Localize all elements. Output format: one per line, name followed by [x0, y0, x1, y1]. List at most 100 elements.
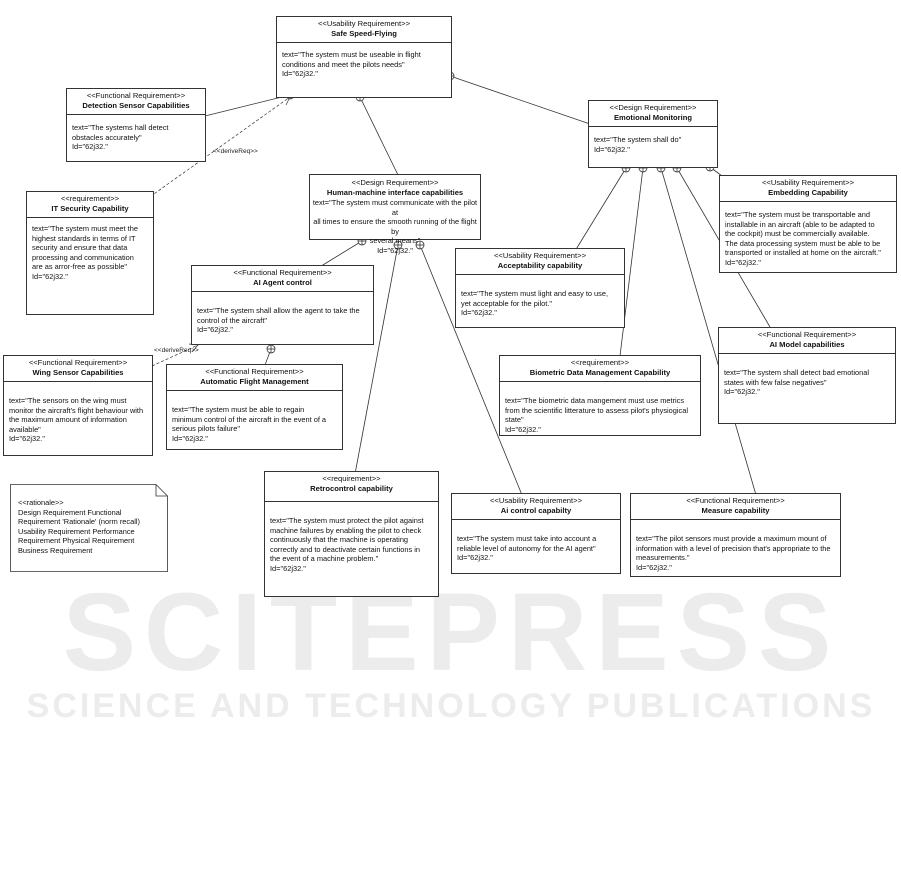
block-name: AI Model capabilities	[769, 340, 845, 349]
derive-req-label: <<deriveReq>>	[154, 347, 199, 354]
note-line: Business Requirement	[18, 545, 93, 555]
requirement-block-hmi-capabilities[interactable]: <<Design Requirement>> Human-machine int…	[309, 174, 481, 255]
requirement-block-ai-model[interactable]: <<Functional Requirement>> AI Model capa…	[718, 327, 896, 424]
requirement-block-acceptability[interactable]: <<Usability Requirement>> Acceptability …	[455, 248, 625, 328]
stereotype-label: <<Functional Requirement>>	[233, 268, 332, 277]
derive-line-wing-to-aiagent	[151, 344, 199, 367]
text-line: text="The system must take into account …	[457, 534, 597, 543]
note-line: Requirement 'Rationale' (norm recall)	[18, 517, 140, 527]
requirement-block-ai-control[interactable]: <<Usability Requirement>> Ai control cap…	[451, 493, 621, 574]
block-body: text="The system shall do" Id="62j32."	[589, 127, 717, 157]
requirement-block-retrocontrol[interactable]: <<requirement>> Retrocontrol capability …	[264, 471, 439, 597]
block-name: Ai control capabilty	[500, 506, 572, 515]
text-line: text="The sensors on the wing must	[9, 396, 127, 405]
block-body: text="The systems hall detect obstacles …	[67, 115, 205, 155]
requirement-block-safe-speed-flying[interactable]: <<Usability Requirement>> Safe Speed-Fly…	[276, 16, 452, 98]
text-line: monitor the aircraft's flight behaviour …	[9, 405, 144, 415]
requirement-block-measure[interactable]: <<Functional Requirement>> Measure capab…	[630, 493, 841, 577]
text-line: are as arror-free as possible"	[32, 262, 128, 272]
text-line: control of the aircraft"	[197, 315, 267, 325]
text-line: Id="62j32."	[72, 142, 108, 152]
block-header: <<Design Requirement>> Human-machine int…	[310, 175, 480, 198]
text-line: transported or installed at home on the …	[725, 248, 881, 258]
watermark-title: SCITEPRESS	[62, 571, 840, 694]
requirement-block-embedding-capability[interactable]: <<Usability Requirement>> Embedding Capa…	[719, 175, 897, 273]
text-line: Id="62j32."	[636, 562, 672, 572]
text-line: Id="62j32."	[461, 308, 497, 318]
requirement-block-detection-sensor[interactable]: <<Functional Requirement>> Detection Sen…	[66, 88, 206, 162]
requirement-block-ai-agent-control[interactable]: <<Functional Requirement>> AI Agent cont…	[191, 265, 374, 345]
block-body: text="The system must communicate with t…	[310, 198, 480, 256]
requirement-block-biometric[interactable]: <<requirement>> Biometric Data Managemen…	[499, 355, 701, 436]
text-line: correctly and to deactivate certain func…	[270, 544, 420, 554]
block-name: Automatic Flight Management	[200, 377, 309, 386]
containment-marker-icon	[266, 344, 276, 354]
block-body: text="The system shall detect bad emotio…	[719, 354, 895, 400]
text-line: security and ensure that data	[32, 243, 128, 253]
block-name: Embedding Capability	[768, 188, 848, 197]
stereotype-label: <<Functional Requirement>>	[28, 358, 128, 367]
link-safe-detection	[204, 94, 291, 117]
text-line: reliable level of autonomy for the AI ag…	[457, 543, 596, 553]
block-name: IT Security Capability	[51, 204, 129, 213]
note-line: Design Requirement Functional	[18, 507, 122, 517]
text-line: Id="62j32."	[505, 424, 541, 434]
requirement-block-emotional-monitoring[interactable]: <<Design Requirement>> Emotional Monitor…	[588, 100, 718, 168]
text-line: the maximum amount of information	[9, 415, 127, 425]
rationale-note[interactable]: <<rationale>> Design Requirement Functio…	[10, 484, 168, 572]
link-hmi-aicontrol	[419, 244, 523, 496]
stereotype-label: <<Functional Requirement>>	[686, 496, 785, 505]
text-line: Id="62j32."	[725, 257, 761, 267]
block-header: <<Design Requirement>> Emotional Monitor…	[589, 101, 717, 127]
block-name: AI Agent control	[253, 278, 312, 287]
text-line: state"	[505, 415, 524, 425]
block-header: <<requirement>> Retrocontrol capability	[265, 472, 438, 502]
note-line: <<rationale>>	[18, 498, 64, 507]
text-line: text="The system must be useable in flig…	[282, 50, 421, 59]
text-line: yet acceptable for the pilot."	[461, 298, 552, 308]
block-header: <<Functional Requirement>> Wing Sensor C…	[4, 356, 152, 382]
requirement-block-it-security[interactable]: <<requirement>> IT Security Capability t…	[26, 191, 154, 315]
block-body: text="The system must meet the highest s…	[27, 218, 153, 285]
block-header: <<Functional Requirement>> Automatic Fli…	[167, 365, 342, 391]
text-line: text="The system shall allow the agent t…	[197, 306, 360, 315]
block-name: Measure capability	[701, 506, 770, 515]
stereotype-label: <<Functional Requirement>>	[757, 330, 857, 339]
requirement-block-wing-sensor[interactable]: <<Functional Requirement>> Wing Sensor C…	[3, 355, 153, 456]
requirement-block-automatic-flight[interactable]: <<Functional Requirement>> Automatic Fli…	[166, 364, 343, 450]
text-line: all times to ensure the smooth running o…	[313, 217, 477, 236]
text-line: Id="62j32."	[377, 245, 413, 255]
block-name: Wing Sensor Capabilities	[32, 368, 124, 377]
text-line: the event of a machine problem."	[270, 554, 379, 564]
block-name: Safe Speed-Flying	[331, 29, 397, 38]
block-name: Human-machine interface capabilities	[326, 188, 464, 197]
block-body: text="The biometric data mangement must …	[500, 382, 700, 437]
block-header: <<requirement>> IT Security Capability	[27, 192, 153, 218]
derive-req-label: <<deriveReq>>	[213, 148, 258, 155]
text-line: Id="62j32."	[270, 563, 306, 573]
text-line: installable in an aircraft (able to be a…	[725, 219, 875, 229]
text-line: text="The system must meet the	[32, 224, 138, 233]
block-header: <<Functional Requirement>> Detection Sen…	[67, 89, 205, 115]
stereotype-label: <<Design Requirement>>	[351, 178, 439, 187]
text-line: text="The system must be transportable a…	[725, 210, 870, 219]
block-name: Detection Sensor Capabilities	[82, 101, 190, 110]
block-body: text="The system must take into account …	[452, 520, 620, 566]
stereotype-label: <<Functional Requirement>>	[205, 367, 304, 376]
derive-line-it-to-safe	[129, 96, 291, 212]
stereotype-label: <<Usability Requirement>>	[493, 251, 587, 260]
text-line: Id="62j32."	[197, 325, 233, 335]
stereotype-label: <<Usability Requirement>>	[761, 178, 855, 187]
block-header: <<Functional Requirement>> Measure capab…	[631, 494, 840, 520]
link-safe-emotional	[449, 75, 591, 125]
stereotype-label: <<requirement>>	[322, 474, 381, 483]
block-header: <<Usability Requirement>> Embedding Capa…	[720, 176, 896, 202]
text-line: several means"	[369, 236, 421, 246]
block-body: text="The system must be able to regain …	[167, 391, 342, 446]
text-line: Id="62j32."	[9, 434, 45, 444]
rationale-note-shape	[10, 484, 168, 572]
link-hmi-aiagent	[317, 240, 363, 269]
watermark-subtitle: SCIENCE AND TECHNOLOGY PUBLICATIONS	[26, 687, 876, 725]
text-line: from the scientific litterature to asses…	[505, 405, 688, 415]
text-line: text="The system shall detect bad emotio…	[724, 368, 869, 377]
